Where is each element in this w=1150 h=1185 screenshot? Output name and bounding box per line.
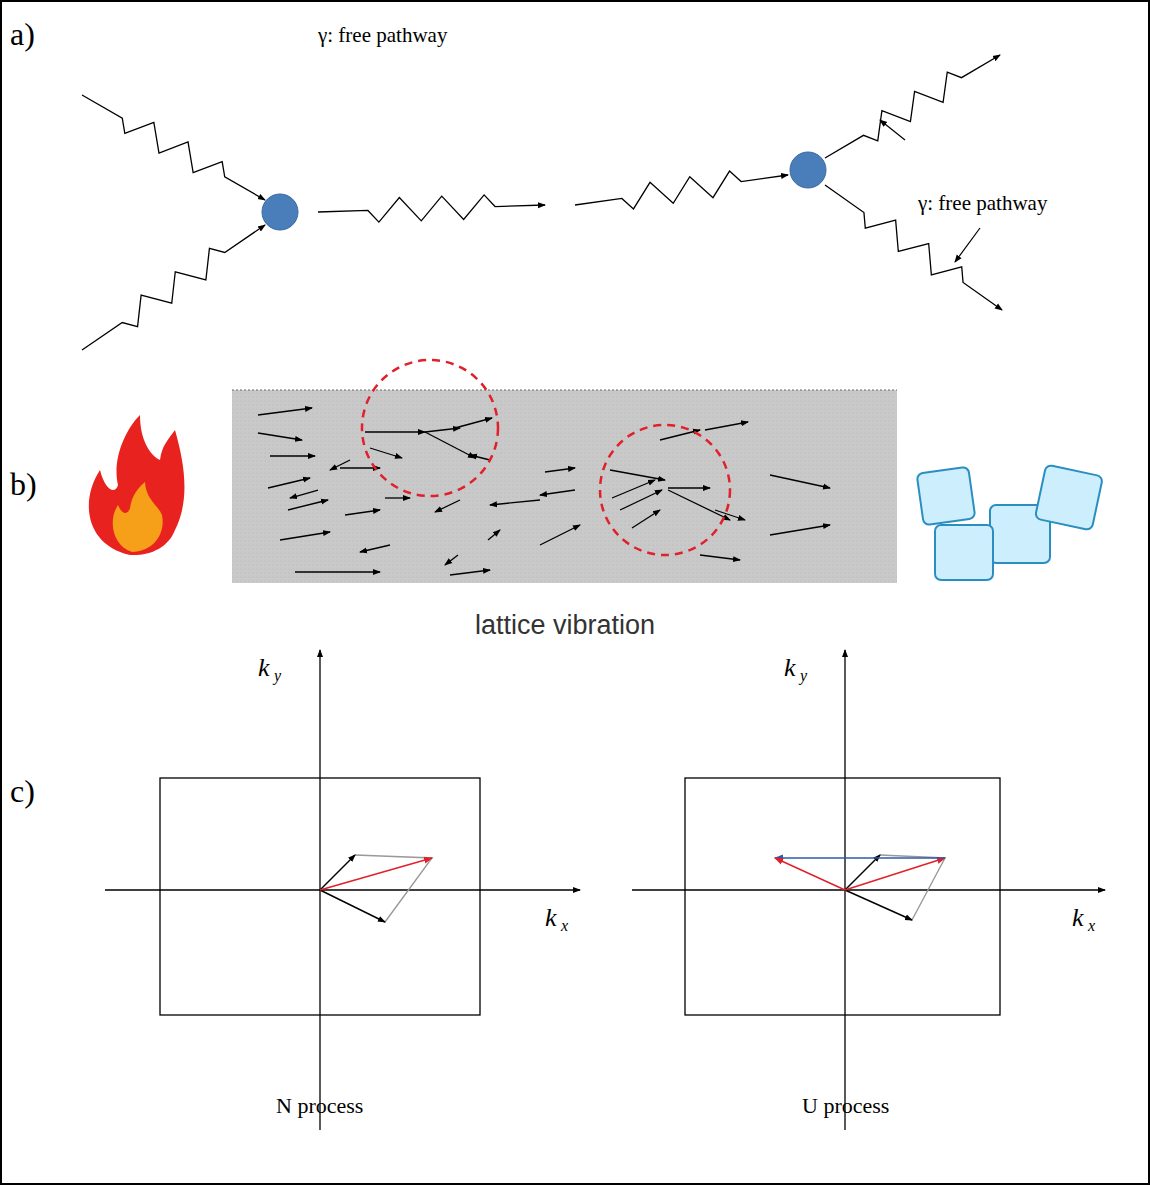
flame-icon xyxy=(89,415,185,555)
phonon-springs xyxy=(82,55,1002,350)
axis-label: k xyxy=(1072,905,1084,931)
annotation: γ: free pathway xyxy=(318,25,447,46)
leader-line xyxy=(955,228,980,262)
vibration-arrow xyxy=(660,430,700,440)
panel-label: b) xyxy=(10,468,37,500)
panel-label: a) xyxy=(10,18,35,50)
vibration-arrow xyxy=(295,571,380,572)
vibration-arrow xyxy=(668,490,730,520)
axis-label: k xyxy=(258,655,270,681)
ice-icon xyxy=(917,465,1103,580)
collision-point xyxy=(790,152,826,188)
phonon-spring xyxy=(82,225,265,350)
vibration-arrow xyxy=(632,510,660,528)
vibration-arrow xyxy=(270,455,315,456)
vibration-arrow xyxy=(488,530,500,540)
vibration-arrow xyxy=(345,510,380,515)
vibration-arrows xyxy=(258,408,830,575)
axis-subscript: x xyxy=(1088,918,1095,934)
vibration-arrow xyxy=(365,431,425,432)
collision-point xyxy=(262,194,298,230)
vibration-arrow xyxy=(540,490,575,495)
vibration-arrow xyxy=(280,532,330,540)
annotation: γ: free pathway xyxy=(918,193,1047,214)
vibration-arrow xyxy=(612,480,655,498)
vibration-arrow xyxy=(360,545,390,552)
vibration-arrow xyxy=(455,418,492,428)
vibration-arrow xyxy=(610,470,665,480)
vibration-arrow xyxy=(770,475,830,488)
vibration-arrow xyxy=(370,448,402,458)
caption-text: lattice vibration xyxy=(475,612,655,639)
vibration-arrow xyxy=(620,490,662,510)
axis-subscript: y xyxy=(274,668,281,684)
vibration-arrow xyxy=(445,555,458,565)
axis-label: k xyxy=(545,905,557,931)
slab-edge xyxy=(232,390,897,391)
vibration-arrow xyxy=(540,525,580,545)
vibration-arrow xyxy=(258,433,302,440)
axis-subscript: x xyxy=(561,918,568,934)
phonon-spring xyxy=(82,95,265,200)
wave-vectors xyxy=(320,855,945,922)
vibration-arrow xyxy=(545,468,575,472)
vibration-arrow xyxy=(385,497,410,498)
phonon-spring xyxy=(318,195,545,222)
axis-label: k xyxy=(784,655,796,681)
leader-line xyxy=(880,120,905,140)
vibration-arrow xyxy=(425,428,460,432)
vibration-arrow xyxy=(288,500,328,510)
vibration-arrow xyxy=(470,455,490,460)
crystal-slab xyxy=(232,390,897,583)
process-label: U process xyxy=(802,1095,889,1117)
vibration-arrow xyxy=(268,478,310,488)
vibration-arrow xyxy=(435,500,460,512)
phonon-spring xyxy=(825,55,1000,158)
vibration-arrow xyxy=(700,555,740,560)
process-label: N process xyxy=(276,1095,363,1117)
vibration-arrow xyxy=(715,510,745,520)
vibration-arrow xyxy=(668,487,710,488)
vibration-arrow xyxy=(705,422,748,430)
panel-label: c) xyxy=(10,775,35,807)
collision-circle xyxy=(362,360,498,496)
axis-subscript: y xyxy=(800,668,807,684)
phonon-spring xyxy=(575,171,788,209)
vibration-arrow xyxy=(330,460,350,470)
vibration-arrow xyxy=(425,432,475,458)
vibration-arrow xyxy=(290,490,318,498)
collision-circle xyxy=(600,425,730,555)
reciprocal-axes xyxy=(105,650,1105,1130)
vibration-arrow xyxy=(490,500,540,505)
vibration-arrow xyxy=(770,525,830,535)
vibration-arrow xyxy=(258,408,312,415)
vibration-arrow xyxy=(450,570,490,575)
